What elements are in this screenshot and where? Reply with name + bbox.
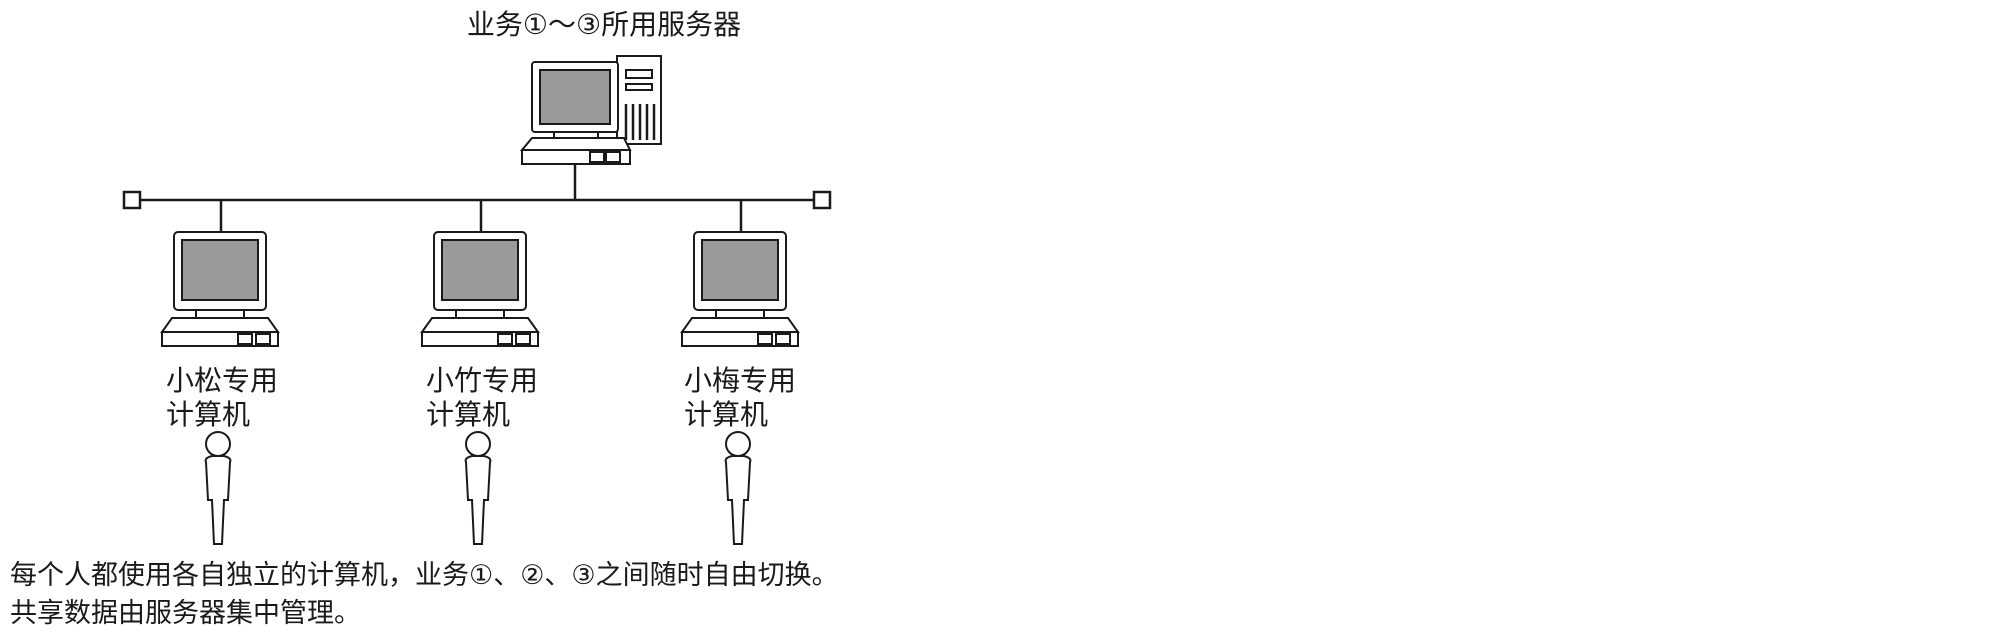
caption-line-1: 每个人都使用各自独立的计算机，业务①、②、③之间随时自由切换。 <box>10 560 839 591</box>
desktop-computer-icon <box>420 231 540 347</box>
person-icon <box>464 431 492 545</box>
workstation-label-line2: 计算机 <box>166 398 250 431</box>
bus-terminator-left <box>122 190 142 210</box>
workstation-label-line2: 计算机 <box>426 398 510 431</box>
person-icon <box>204 431 232 545</box>
network-bus <box>122 164 832 232</box>
desktop-computer-icon <box>680 231 800 347</box>
server-title: 业务①～③所用服务器 <box>467 8 741 41</box>
workstation-label-line2: 计算机 <box>684 398 768 431</box>
workstation-1: 小松专用 计算机 <box>160 231 280 545</box>
workstation-3: 小梅专用 计算机 <box>680 231 800 545</box>
person-icon <box>724 431 752 545</box>
workstation-label-line1: 小松专用 <box>166 364 278 397</box>
workstation-label-line1: 小梅专用 <box>684 364 796 397</box>
desktop-computer-icon <box>160 231 280 347</box>
caption-line-2: 共享数据由服务器集中管理。 <box>10 598 361 629</box>
server-tower-icon <box>519 55 662 165</box>
workstation-2: 小竹专用 计算机 <box>420 231 540 545</box>
bus-terminator-right <box>812 190 832 210</box>
workstation-label-line1: 小竹专用 <box>426 364 538 397</box>
